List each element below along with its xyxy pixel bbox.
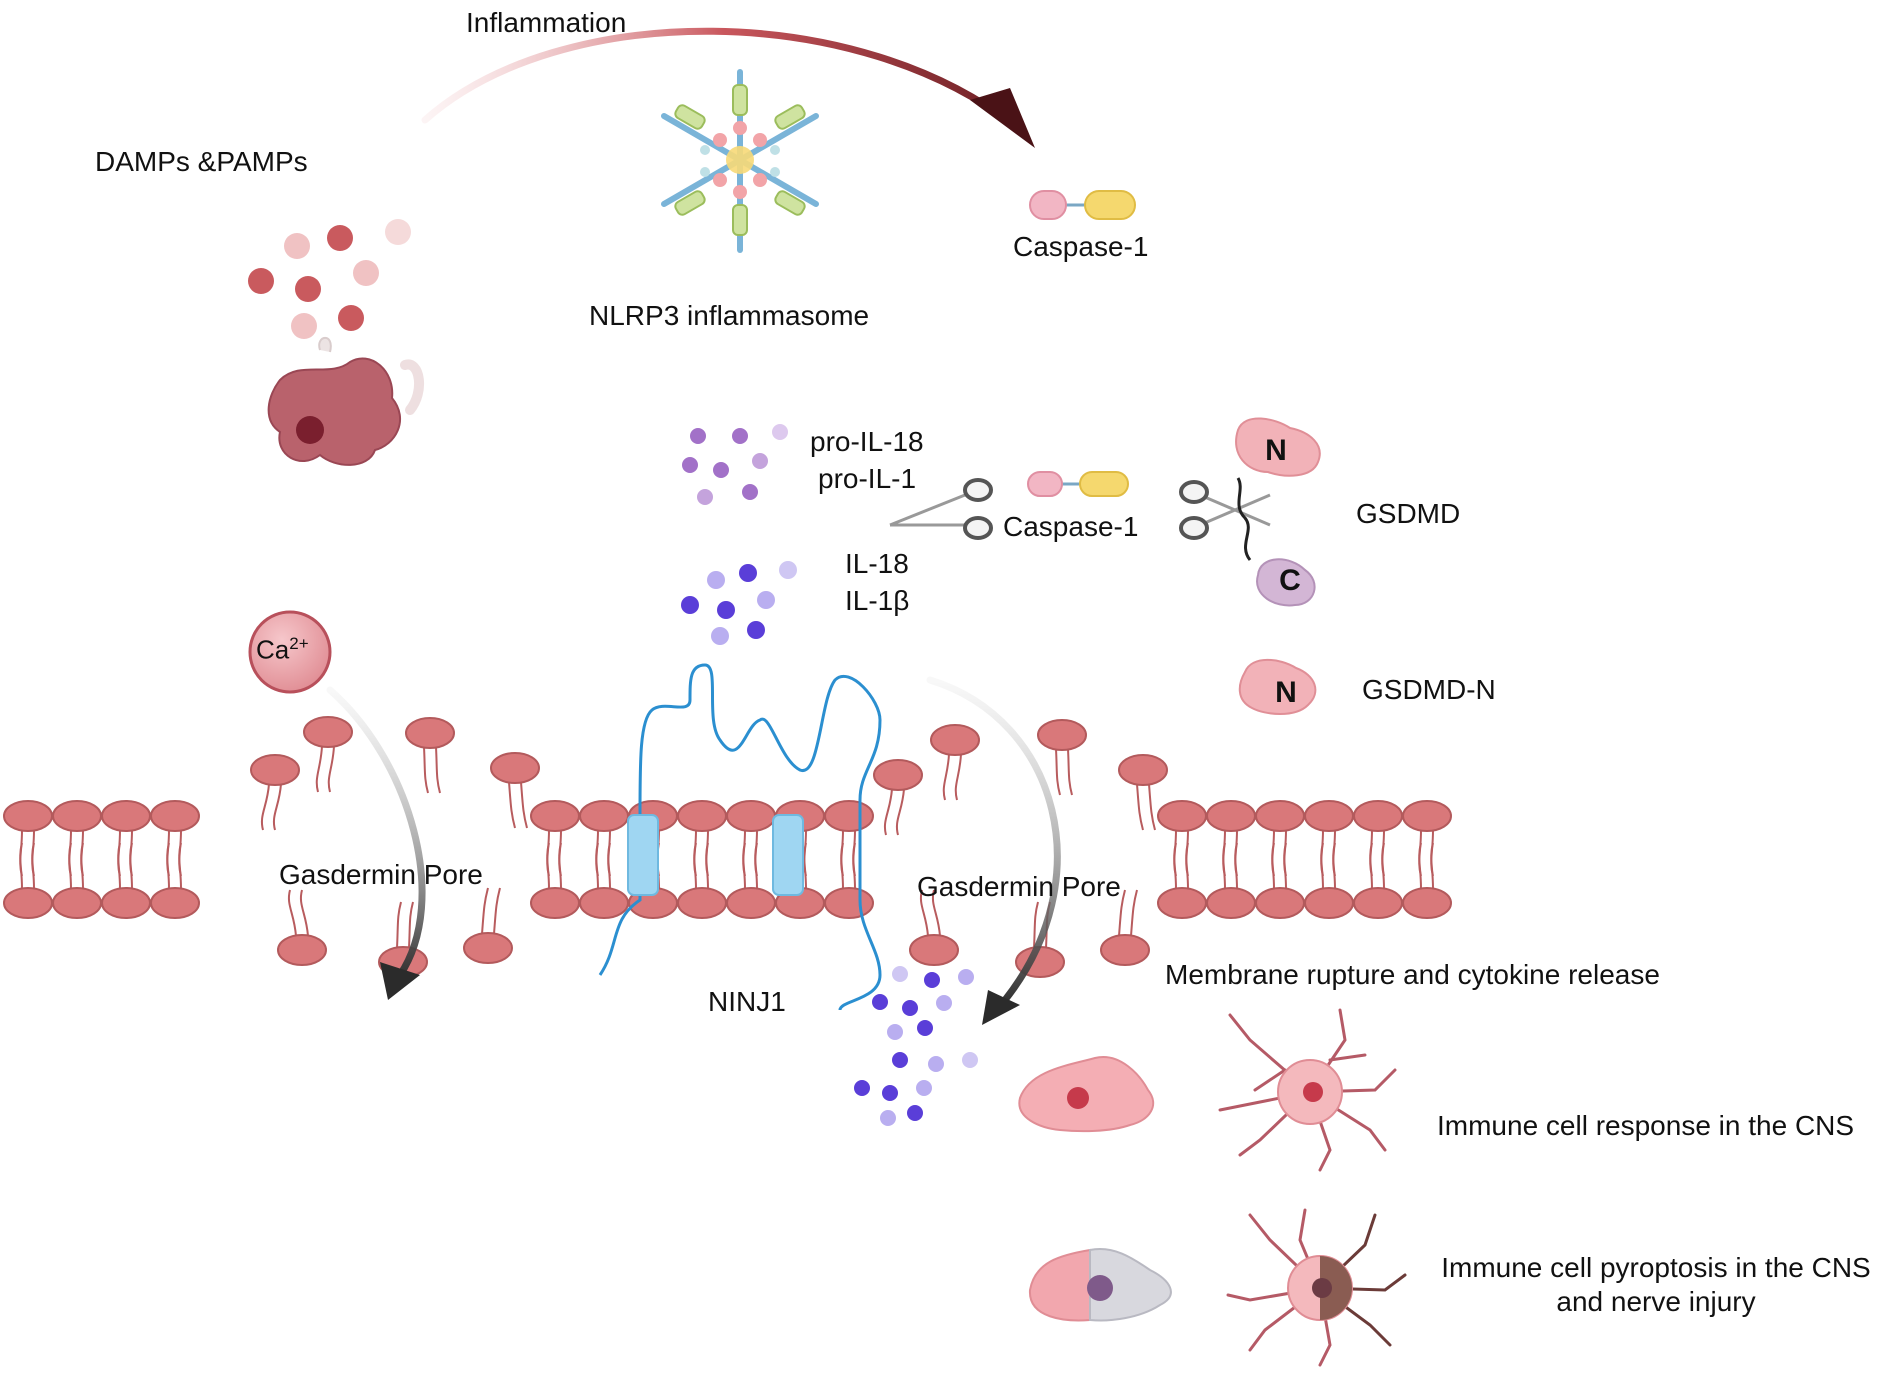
lipid [1402,842,1452,919]
immune-response-label: Immune cell response in the CNS [1437,1110,1855,1141]
damp-particles [248,219,411,339]
macrophage-response-icon [1018,1056,1155,1133]
gasdermin-pore-left-label: Gasdermin Pore [279,859,483,890]
lipid [303,716,353,793]
ninj1-label: NINJ1 [708,986,786,1017]
lipid [579,842,629,919]
nlrp3-inflammasome-icon [661,69,819,253]
lipid [1118,754,1168,831]
lipid [150,842,200,919]
gsdmd-n-letter: N [1265,434,1287,467]
lipid [1402,800,1452,877]
scissors-right-icon [1179,480,1271,540]
microglia-pyroptosis-icon [1226,1208,1407,1367]
ninj1-protein-icon [598,663,882,1011]
caspase1-mid-label: Caspase-1 [1003,511,1139,542]
scissors-left-icon [889,478,993,540]
lipid [1157,842,1207,919]
gsdmd-n-label: GSDMD-N [1362,674,1496,705]
lipid [250,754,300,831]
macrophage-pyroptosis-icon [1028,1248,1172,1322]
nlrp3-label: NLRP3 inflammasome [589,300,870,331]
calcium-charge: 2+ [289,634,309,653]
caspase1-top-icon [1029,190,1136,220]
lipid [1255,842,1305,919]
caspase1-mid-icon [1027,471,1129,497]
pro-il18-label: pro-IL-18 [810,426,924,457]
gsdmd-protein-icon [1235,417,1321,607]
lipid [726,842,776,919]
calcium-symbol: Ca [256,634,290,665]
gsdmd-n-icon [1238,658,1317,715]
caspase1-top-label: Caspase-1 [1013,231,1149,262]
pore-arrow-right [926,676,1061,1025]
immune-pyroptosis-label: Immune cell pyroptosis in the CNS and ne… [1416,1251,1896,1318]
lipid [1304,800,1354,877]
inflammation-arrow [421,27,1035,148]
lipid [3,800,53,877]
microglia-response-icon [1218,1008,1397,1172]
gasdermin-pore-right-label: Gasdermin Pore [917,871,1121,902]
lipid [1353,842,1403,919]
pro-il1-label: pro-IL-1 [818,463,917,494]
gsdmd-label: GSDMD [1356,498,1461,529]
il1b-label: IL-1β [845,585,910,616]
damps-pamps-label: DAMPs &PAMPs [95,146,308,177]
inflammation-label: Inflammation [466,7,627,38]
lipid [1157,800,1207,877]
lipid [150,800,200,877]
il18-label: IL-18 [845,548,909,579]
lipid [824,842,874,919]
lipid [1206,800,1256,877]
pore-arrow-left [326,686,426,1000]
dying-cell-icon [267,336,425,466]
lipid [530,842,580,919]
calcium-ion-icon [248,610,332,694]
immune-pyroptosis-line2: and nerve injury [1556,1285,1756,1317]
lipid [378,901,428,978]
membrane-rupture-label: Membrane rupture and cytokine release [1165,959,1660,990]
gsdmd-n-small-letter: N [1275,676,1297,709]
lipid [101,800,151,877]
lipid [3,842,53,919]
lipid [1353,800,1403,877]
lipid [824,800,874,877]
lipid [405,717,455,794]
lipid [726,800,776,877]
lipid [909,889,959,966]
lipid [1304,842,1354,919]
cell-membrane [3,716,1452,978]
lipid [101,842,151,919]
lipid [1100,889,1150,966]
lipid [530,800,580,877]
lipid [930,724,980,801]
lipid [277,889,327,966]
calcium-label: Ca2+ [256,634,309,666]
lipid [1206,842,1256,919]
lipid [52,800,102,877]
lipid [52,842,102,919]
lipid [677,842,727,919]
gsdmd-c-letter: C [1279,564,1301,597]
mature-cytokine-particles [681,561,797,645]
lipid [579,800,629,877]
lipid [490,752,540,829]
lipid [677,800,727,877]
lipid [1255,800,1305,877]
pro-cytokine-particles [682,424,788,505]
lipid [873,759,923,836]
lipid [1037,719,1087,796]
lipid [463,887,513,964]
immune-pyroptosis-line1: Immune cell pyroptosis in the CNS [1441,1252,1871,1283]
released-cytokine-particles [854,966,978,1126]
